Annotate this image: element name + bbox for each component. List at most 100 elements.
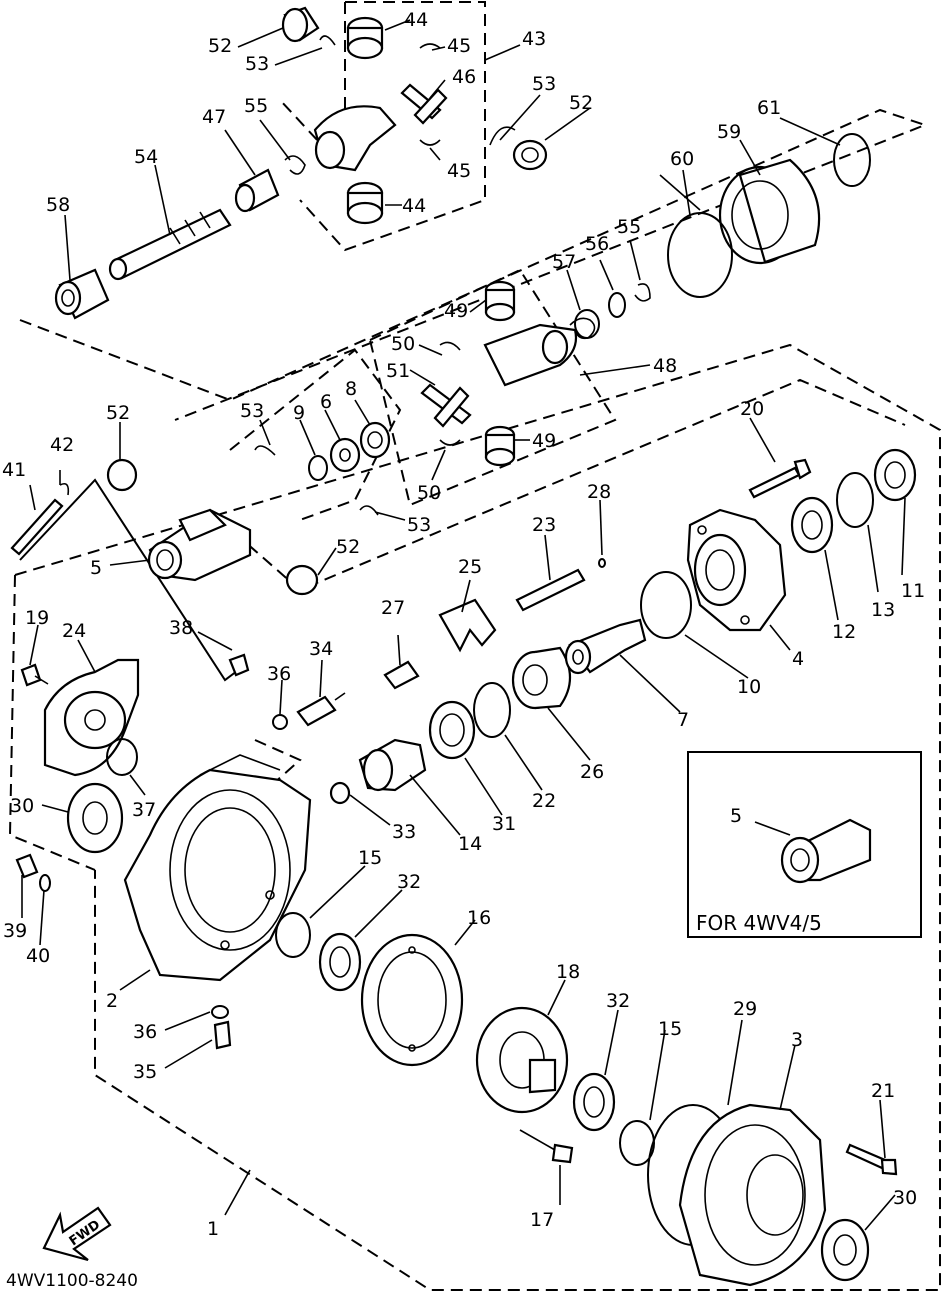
callout-20: 20 [740, 398, 764, 420]
callout-18: 18 [556, 961, 580, 983]
callout-60: 60 [670, 148, 694, 170]
switch-34 [296, 692, 346, 727]
bolt-35 [213, 1020, 232, 1050]
callout-58: 58 [46, 194, 70, 216]
callout-27: 27 [381, 597, 405, 619]
callout-34: 34 [309, 638, 333, 660]
bearing-12 [790, 496, 834, 554]
bearing-32-right [572, 1072, 616, 1132]
callout-25: 25 [458, 556, 482, 578]
callout-55-a: 55 [244, 95, 268, 117]
inset-caption: FOR 4WV4/5 [696, 911, 822, 935]
clip-55-top [284, 155, 306, 175]
drive-shaft-54 [108, 208, 232, 281]
callout-31: 31 [492, 813, 516, 835]
housing-4 [686, 508, 787, 632]
callout-47: 47 [202, 106, 226, 128]
callout-6: 6 [320, 391, 332, 413]
callout-4: 4 [792, 648, 804, 670]
callout-54: 54 [134, 146, 158, 168]
callout-56: 56 [585, 233, 609, 255]
universal-joint-lower [420, 280, 578, 467]
callout-45-bottom: 45 [447, 160, 471, 182]
callout-1: 1 [207, 1218, 219, 1240]
bushing-52-top-right [489, 126, 548, 171]
callout-3: 3 [791, 1029, 803, 1051]
o-ring-15-right [619, 1120, 655, 1166]
bolt-19 [20, 663, 49, 687]
callout-49-top: 49 [444, 300, 468, 322]
bearing-32-left [318, 932, 362, 992]
o-ring-15-left [275, 912, 311, 958]
callout-38: 38 [169, 617, 193, 639]
callout-44-top: 44 [404, 9, 428, 31]
callout-labels: 44 44 45 45 46 43 52 53 53 52 47 55 54 5… [2, 9, 925, 1240]
callout-16: 16 [467, 907, 491, 929]
seal-8 [359, 421, 391, 459]
callout-50-top: 50 [391, 333, 415, 355]
callout-61: 61 [757, 97, 781, 119]
callout-53-d: 53 [407, 514, 431, 536]
motor-24 [43, 658, 140, 777]
spring-27 [383, 660, 420, 690]
cover-3 [678, 1103, 827, 1287]
callout-32-right: 32 [606, 990, 630, 1012]
band-60 [659, 174, 733, 298]
fork-25 [438, 598, 497, 653]
universal-joint-upper [313, 16, 448, 225]
callout-24: 24 [62, 620, 86, 642]
callout-28: 28 [587, 481, 611, 503]
callout-32-left: 32 [397, 871, 421, 893]
breather-38 [228, 653, 250, 677]
washer-56 [608, 292, 626, 318]
callout-53-a: 53 [245, 53, 269, 75]
callout-46: 46 [452, 66, 476, 88]
callout-30-right: 30 [893, 1187, 917, 1209]
callout-52-b: 52 [569, 92, 593, 114]
seal-30-right [820, 1218, 870, 1282]
callout-17: 17 [530, 1209, 554, 1231]
callout-55-b: 55 [617, 216, 641, 238]
callout-2: 2 [106, 990, 118, 1012]
callout-50-bottom: 50 [417, 482, 441, 504]
shaft-23 [515, 568, 586, 612]
inset-box: 5 FOR 4WV4/5 [687, 751, 922, 938]
bolt-21 [845, 1143, 898, 1176]
seal-30-left [66, 782, 124, 854]
o-ring-37 [106, 738, 138, 776]
callout-52-d: 52 [336, 536, 360, 558]
callout-19: 19 [25, 607, 49, 629]
clip-55-mid [634, 283, 651, 302]
callout-49-bottom: 49 [532, 430, 556, 452]
leader-lines [21, 19, 906, 1231]
callout-14: 14 [458, 833, 482, 855]
callout-35: 35 [133, 1061, 157, 1083]
callout-53-b: 53 [532, 73, 556, 95]
band-61 [833, 133, 871, 187]
yoke-5 [106, 458, 319, 596]
bolt-17 [519, 1129, 574, 1164]
callout-15-right: 15 [658, 1018, 682, 1040]
callout-52-a: 52 [208, 35, 232, 57]
callout-51: 51 [386, 360, 410, 382]
callout-37: 37 [132, 799, 156, 821]
circlip-22 [473, 682, 511, 738]
washer-6 [329, 437, 361, 473]
callout-36-b: 36 [133, 1021, 157, 1043]
diagram-code: 4WV1100-8240 [6, 1271, 138, 1291]
carrier-18 [475, 1006, 569, 1114]
callout-13: 13 [871, 599, 895, 621]
boot-58 [54, 268, 110, 320]
bushing-52-top-left [281, 6, 320, 43]
callout-44-bottom: 44 [402, 195, 426, 217]
callout-30-left: 30 [10, 795, 34, 817]
seal-11 [873, 448, 917, 502]
circlip-13 [836, 472, 874, 528]
callout-43: 43 [522, 28, 546, 50]
callout-10: 10 [737, 676, 761, 698]
callout-48: 48 [653, 355, 677, 377]
washer-36-bottom [211, 1005, 229, 1019]
fwd-arrow-icon: FWD [42, 1206, 112, 1262]
callout-7: 7 [677, 709, 689, 731]
